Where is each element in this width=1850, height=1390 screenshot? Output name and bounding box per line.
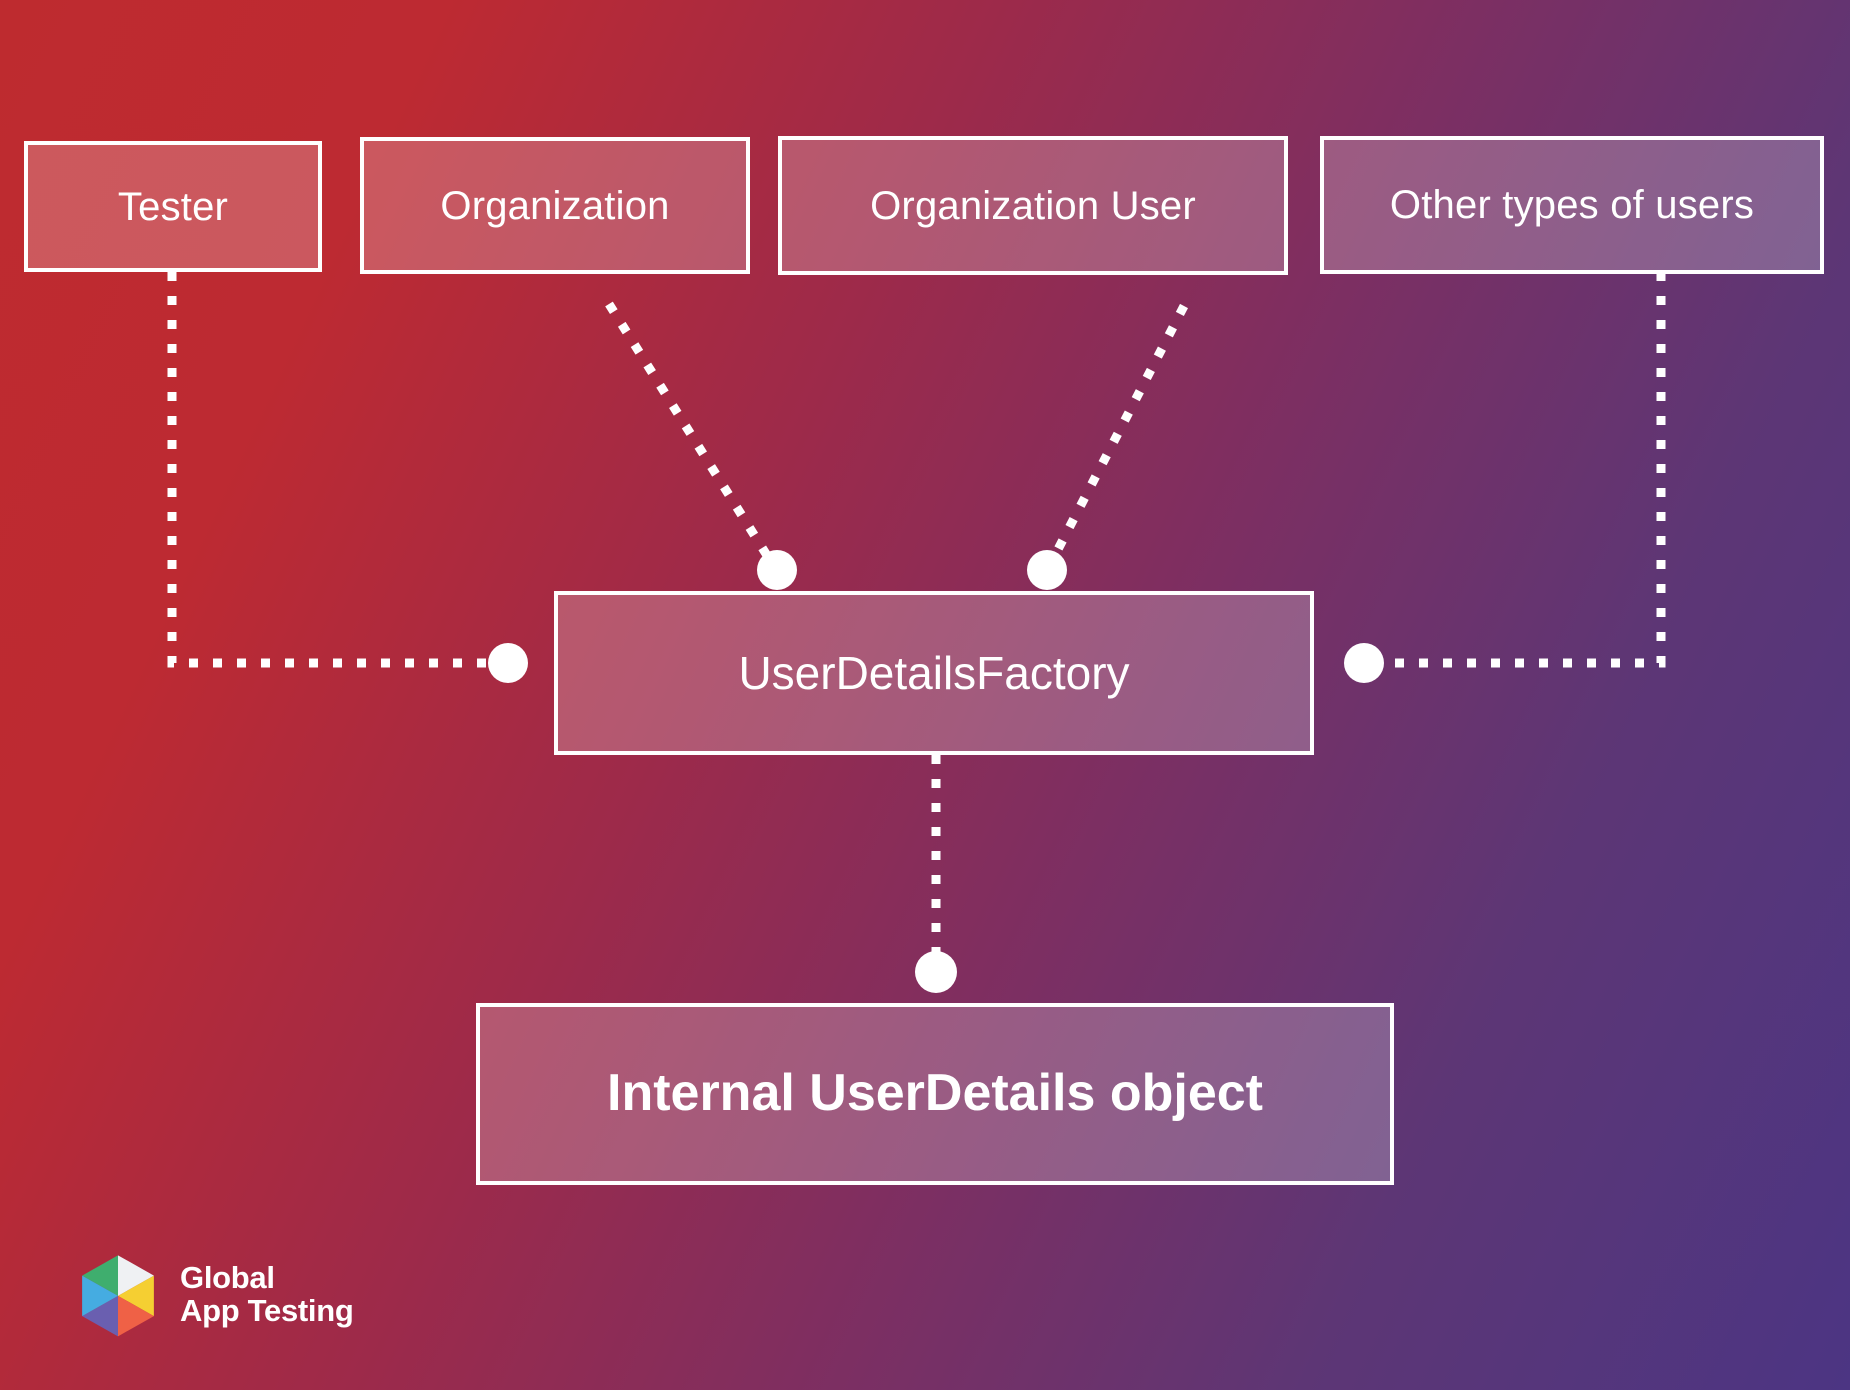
node-organization-user-label: Organization User [870, 183, 1196, 228]
logo-line-1: Global [180, 1259, 275, 1295]
connector-organization-user-to-factory [1050, 303, 1188, 560]
node-tester-label: Tester [117, 184, 229, 229]
node-internal-userdetails-object[interactable]: Internal UserDetails object [476, 1003, 1394, 1185]
connector-endpoint-tester [488, 643, 528, 683]
node-organization-label: Organization [440, 183, 670, 228]
node-organization[interactable]: Organization [360, 137, 750, 274]
node-other-types-of-users[interactable]: Other types of users [1320, 136, 1824, 274]
hexagon-cube-logo-icon [82, 1255, 154, 1337]
node-organization-user[interactable]: Organization User [778, 136, 1288, 275]
node-user-details-factory-label: UserDetailsFactory [738, 646, 1130, 699]
node-other-types-of-users-label: Other types of users [1389, 183, 1755, 227]
connector-endpoint-organization [757, 550, 797, 590]
node-tester[interactable]: Tester [24, 141, 322, 272]
node-user-details-factory[interactable]: UserDetailsFactory [554, 591, 1314, 755]
connector-organization-to-factory [605, 301, 772, 560]
logo-wordmark: Global App Testing [180, 1259, 354, 1328]
connector-tester-to-factory [167, 272, 492, 668]
logo-line-2: App Testing [180, 1293, 354, 1328]
node-internal-userdetails-object-label: Internal UserDetails object [607, 1064, 1263, 1123]
connector-other-users-to-factory [1379, 272, 1666, 668]
connector-endpoint-organization-user [1027, 550, 1067, 590]
connector-endpoint-other-users [1344, 643, 1384, 683]
global-app-testing-logo: Global App Testing [72, 1248, 354, 1340]
connector-endpoint-internal-object [915, 951, 957, 993]
